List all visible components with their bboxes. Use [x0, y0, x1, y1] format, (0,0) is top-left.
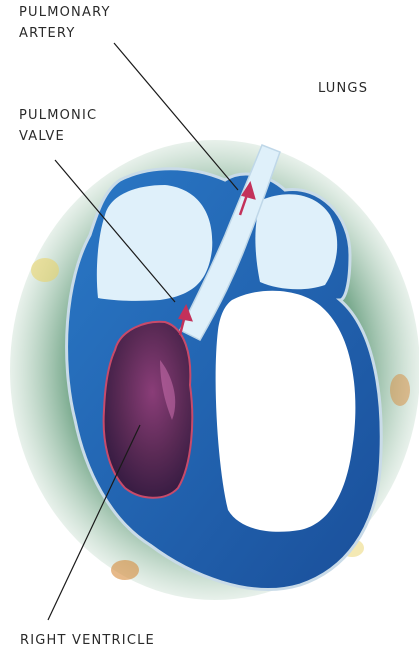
lung-tissue-spot	[111, 560, 139, 580]
label-pulmonic-valve: PULMONIC VALVE	[19, 105, 97, 147]
lung-tissue-spot	[390, 374, 410, 406]
label-pulmonary-artery: PULMONARY ARTERY	[19, 2, 111, 44]
lung-tissue-spot	[31, 258, 59, 282]
right-ventricle	[104, 322, 193, 498]
label-right-ventricle: RIGHT VENTRICLE	[20, 630, 155, 651]
label-pulmonary-artery-line-1: PULMONARY	[19, 2, 111, 23]
right-atrium	[97, 185, 212, 301]
label-pulmonic-valve-line-2: VALVE	[19, 126, 97, 147]
label-lungs: LUNGS	[318, 78, 368, 99]
label-pulmonary-artery-line-2: ARTERY	[19, 23, 111, 44]
left-ventricle	[216, 291, 356, 532]
label-pulmonic-valve-line-1: PULMONIC	[19, 105, 97, 126]
